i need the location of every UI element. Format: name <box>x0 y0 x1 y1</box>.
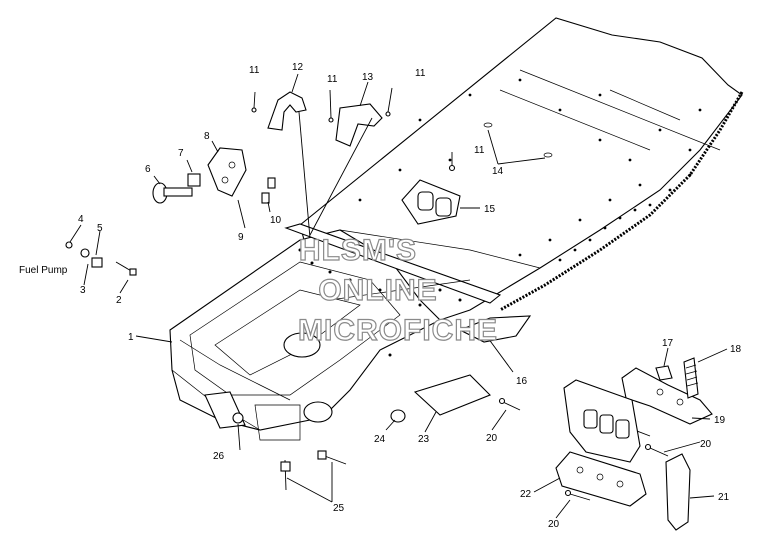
part-17-block <box>655 365 673 381</box>
callout-11c: 11 <box>415 68 426 79</box>
callout-11d: 11 <box>474 145 485 156</box>
callout-7: 7 <box>178 148 184 159</box>
callout-20b: 20 <box>700 439 712 450</box>
callout-19: 19 <box>714 415 726 426</box>
callout-17: 17 <box>662 338 674 349</box>
watermark-line-3: MICROFICHE <box>298 314 498 347</box>
callout-24: 24 <box>374 434 386 445</box>
callout-11b: 11 <box>327 74 338 85</box>
callout-9: 9 <box>238 232 244 243</box>
callout-2: 2 <box>116 295 122 306</box>
chassis-tunnel <box>299 17 744 321</box>
part-10-bolt <box>261 177 276 204</box>
part-14-holes <box>483 122 553 158</box>
callout-3: 3 <box>80 285 86 296</box>
part-26-drain <box>232 412 244 424</box>
callout-15: 15 <box>484 204 496 215</box>
part-23-panel <box>413 374 491 416</box>
fuel-pump-label: Fuel Pump <box>19 265 68 276</box>
callout-8: 8 <box>204 131 210 142</box>
callout-23: 23 <box>418 434 430 445</box>
callout-25: 25 <box>333 503 345 514</box>
part-25-fasteners <box>280 450 347 491</box>
part-22-plate <box>555 451 647 507</box>
front-frame <box>169 223 502 441</box>
part-21-bracket <box>665 453 691 531</box>
callout-1: 1 <box>128 332 134 343</box>
callout-13: 13 <box>362 72 374 83</box>
callout-22: 22 <box>520 489 532 500</box>
callout-16: 16 <box>516 376 528 387</box>
callout-14: 14 <box>492 166 504 177</box>
part-16-rail <box>458 315 532 343</box>
callout-6: 6 <box>145 164 151 175</box>
callout-5: 5 <box>97 223 103 234</box>
fuel-pump-hardware <box>65 241 137 276</box>
callout-18: 18 <box>730 344 742 355</box>
part-15-vent <box>401 179 461 225</box>
part-24-plug <box>390 409 406 423</box>
callout-10: 10 <box>270 215 282 226</box>
rail-edge <box>499 91 744 312</box>
part-18-strip <box>683 357 699 399</box>
part-12-bracket <box>267 91 307 131</box>
part-7-nut <box>187 173 201 187</box>
watermark-line-2: ONLINE <box>318 274 437 307</box>
part-19-panel <box>621 367 713 425</box>
callout-4: 4 <box>78 214 84 225</box>
callout-21: 21 <box>718 492 730 503</box>
callout-11a: 11 <box>249 65 260 76</box>
leader-lines <box>69 73 728 519</box>
watermark: HLSM'S ONLINE MICROFICHE <box>297 233 498 347</box>
callout-20c: 20 <box>548 519 560 530</box>
part-bulkhead-right <box>563 379 641 463</box>
callout-26: 26 <box>213 451 225 462</box>
fasteners-11 <box>251 87 456 172</box>
callout-12: 12 <box>292 62 304 73</box>
part-6-mount <box>152 182 193 204</box>
rivet-holes <box>358 78 702 262</box>
watermark-line-1: HLSM'S <box>299 234 417 267</box>
callout-labels: 1 2 3 4 5 6 7 8 9 10 11 11 11 11 12 13 1… <box>19 62 742 530</box>
part-8-plate <box>207 147 247 197</box>
part-13-bracket <box>335 103 383 147</box>
callout-20a: 20 <box>486 433 498 444</box>
